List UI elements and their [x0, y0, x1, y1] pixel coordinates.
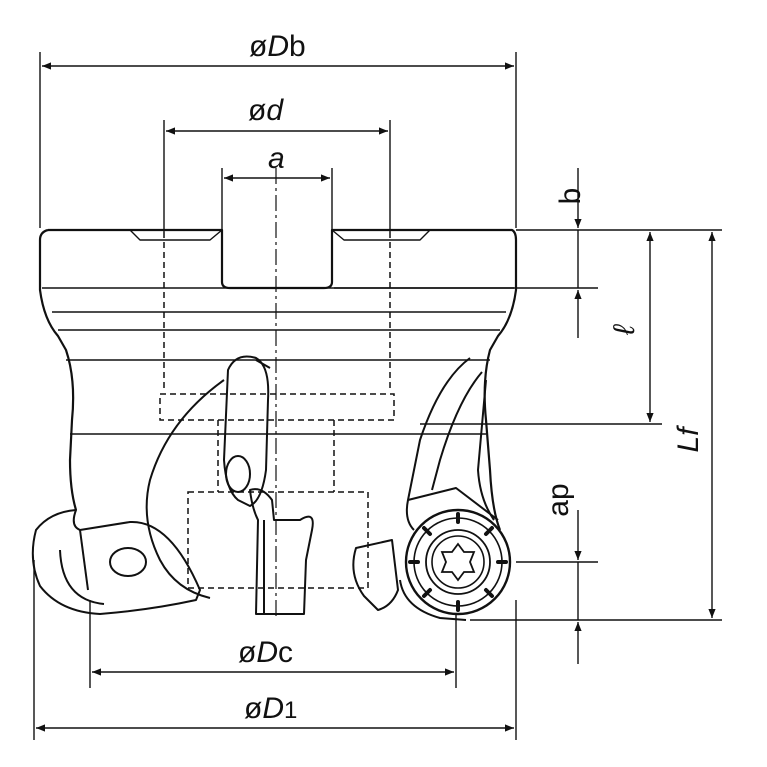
- label-ap: ap: [542, 483, 575, 516]
- dimension-lines: [33, 52, 722, 740]
- cutter-body: [38, 228, 518, 531]
- label-b: b: [554, 188, 587, 205]
- label-Db: øDb: [249, 30, 306, 63]
- label-l: ℓ: [608, 324, 641, 336]
- label-D1: øD1: [244, 692, 297, 725]
- label-Dc: øDc: [238, 636, 293, 669]
- label-d: ød: [248, 94, 284, 127]
- hidden-lines: [159, 232, 395, 589]
- body-outline-left: [38, 228, 78, 511]
- cutting-edges: [31, 355, 499, 615]
- torx-recess: [440, 542, 476, 582]
- label-a: a: [268, 142, 285, 175]
- body-outline: [48, 228, 518, 531]
- insert-screw: [399, 508, 512, 621]
- label-Lf: Lf: [672, 425, 705, 453]
